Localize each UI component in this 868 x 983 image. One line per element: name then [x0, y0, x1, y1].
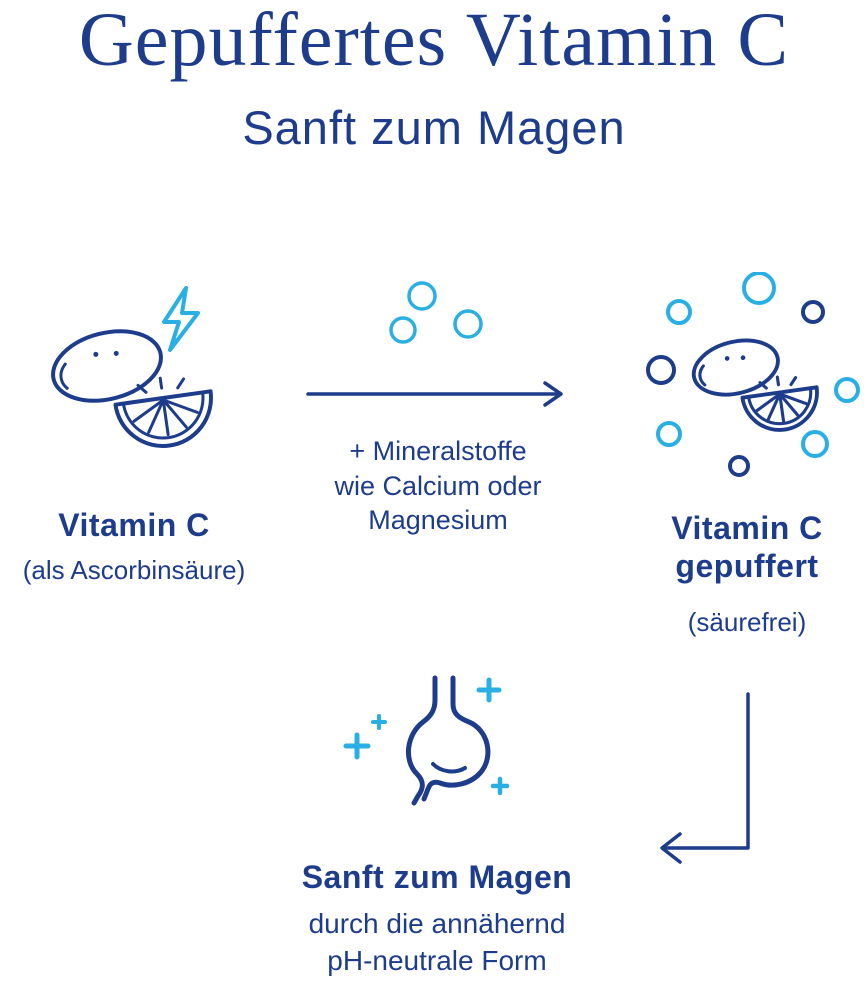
- vitamin-c-source-group: Vitamin C (als Ascorbinsäure): [0, 282, 268, 587]
- caption-line: + Mineralstoffe: [349, 436, 527, 466]
- half-lemon: [739, 375, 819, 432]
- stomach-icon: [343, 675, 510, 806]
- outcome-sublabel-line2: pH-neutrale Form: [327, 944, 547, 976]
- mineral-circle: [800, 430, 829, 458]
- result-sublabel: (säurefrei): [687, 606, 807, 637]
- plus-sparkle-icon: [343, 732, 371, 760]
- lemon: [691, 338, 819, 432]
- outcome-label: Sanft zum Magen: [301, 859, 573, 895]
- result-label-line1: Vitamin C: [671, 510, 823, 546]
- whole-lemon: [691, 338, 780, 397]
- result-label-line2: gepuffert: [675, 548, 819, 585]
- source-label: Vitamin C: [58, 507, 210, 543]
- bubble: [453, 309, 483, 339]
- lightning-bolt-icon: [162, 286, 200, 352]
- transition-group: + Mineralstoffe wie Calcium oder Magnesi…: [302, 268, 574, 538]
- page-title: Gepuffertes Vitamin C: [78, 0, 790, 82]
- buffered-lemon-icon: [645, 272, 860, 477]
- star-sparkle-icon: [371, 714, 387, 730]
- right-arrow-icon: [306, 381, 563, 407]
- mineral-circle: [655, 421, 682, 447]
- mineral-circle: [800, 300, 825, 324]
- bubble: [389, 316, 417, 344]
- mineral-bubbles-icon: [389, 281, 483, 344]
- whole-lemon: [51, 329, 163, 403]
- mineral-circle: [645, 355, 676, 385]
- caption-line: Magnesium: [368, 505, 508, 536]
- vitamin-c-buffered-group: Vitamin C gepuffert (säurefrei): [622, 272, 868, 638]
- plus-sparkle-icon: [490, 776, 510, 796]
- mineral-circle: [833, 377, 860, 403]
- stomach: [405, 675, 491, 806]
- elbow-arrow-icon: [660, 692, 750, 864]
- plus-sparkle-icon: [476, 677, 502, 703]
- stomach-outcome-group: Sanft zum Magen durch die annähernd pH-n…: [262, 672, 612, 979]
- mineral-circle: [727, 455, 750, 477]
- mineral-circle: [741, 272, 776, 305]
- mineral-circle: [665, 299, 692, 325]
- lemon-lightning-icon: [51, 286, 213, 448]
- bubble: [407, 281, 437, 311]
- half-lemon: [113, 376, 213, 448]
- page-subtitle: Sanft zum Magen: [242, 101, 626, 154]
- source-sublabel: (als Ascorbinsäure): [22, 555, 246, 586]
- transition-caption: + Mineralstoffe wie Calcium oder Magnesi…: [334, 434, 541, 538]
- outcome-sublabel-line1: durch die annähernd: [308, 908, 566, 940]
- sparkles-icon: [343, 677, 510, 796]
- caption-line: wie Calcium oder: [334, 470, 542, 501]
